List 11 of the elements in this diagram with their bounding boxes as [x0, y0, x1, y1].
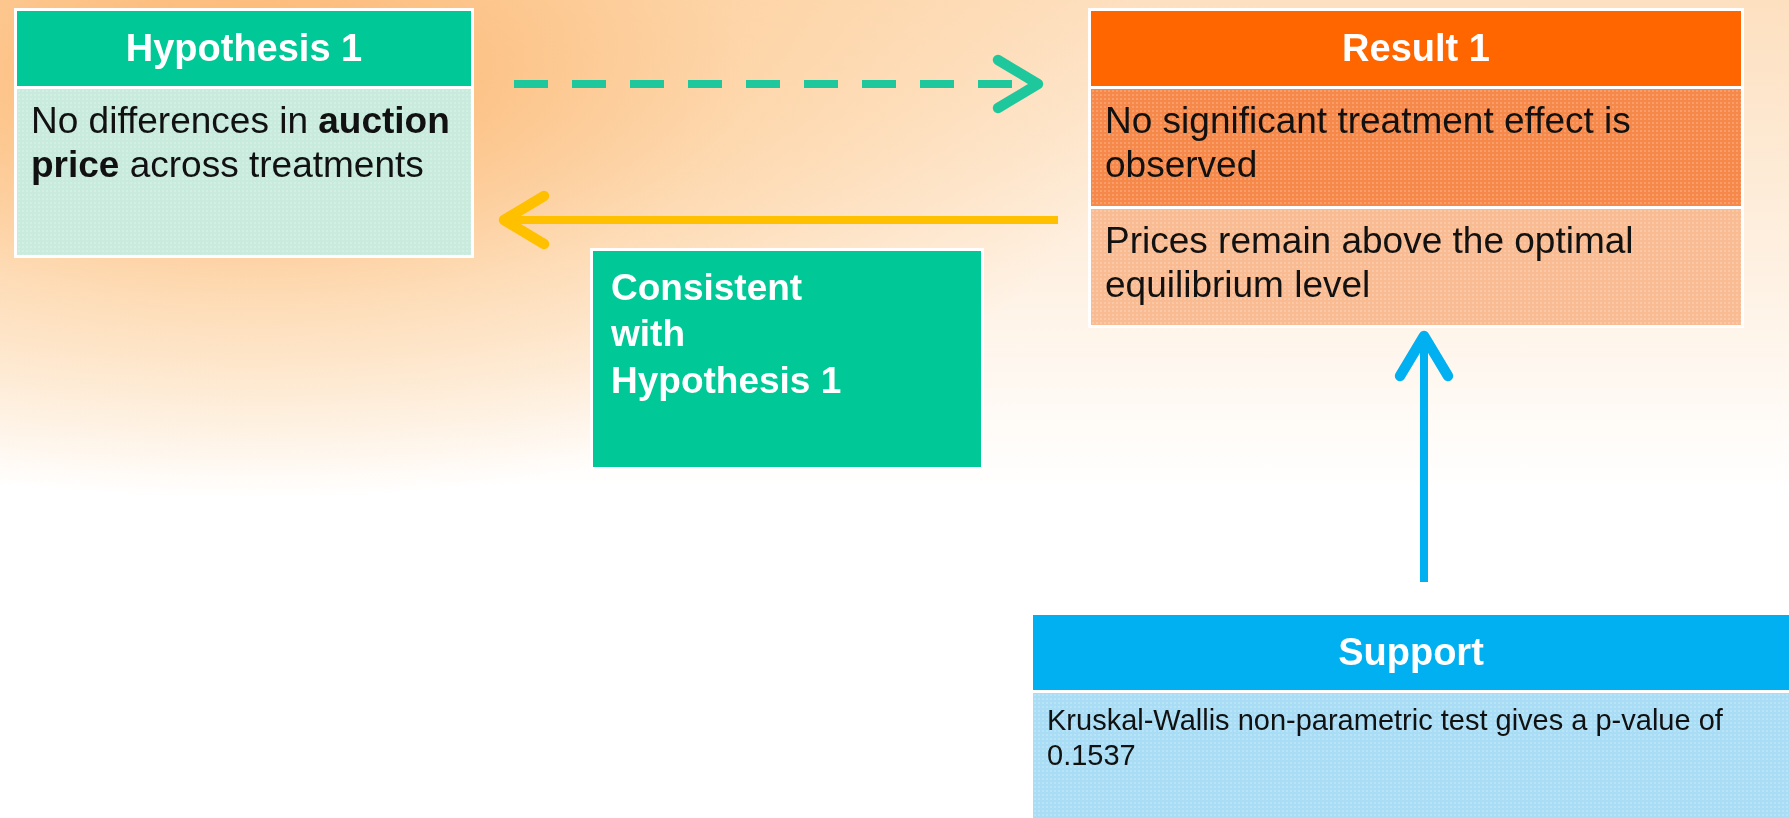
label-box: Consistent with Hypothesis 1	[590, 248, 984, 470]
hypothesis-card	[14, 8, 474, 258]
card-heading: Support	[1033, 615, 1789, 693]
result-card	[1088, 8, 1744, 328]
card-text: Prices remain above the optimal equilibrium level	[1091, 205, 1741, 325]
card-heading: Result 1	[1091, 11, 1741, 89]
card-text: No differences in auction price across treatments	[17, 89, 471, 255]
card-text: Kruskal-Wallis non-parametric test gives a p-value of 0.1537	[1033, 693, 1789, 818]
support-card	[1030, 612, 1789, 818]
card-heading: Hypothesis 1	[17, 11, 471, 89]
card-text: No significant treatment effect is observed	[1091, 89, 1741, 206]
